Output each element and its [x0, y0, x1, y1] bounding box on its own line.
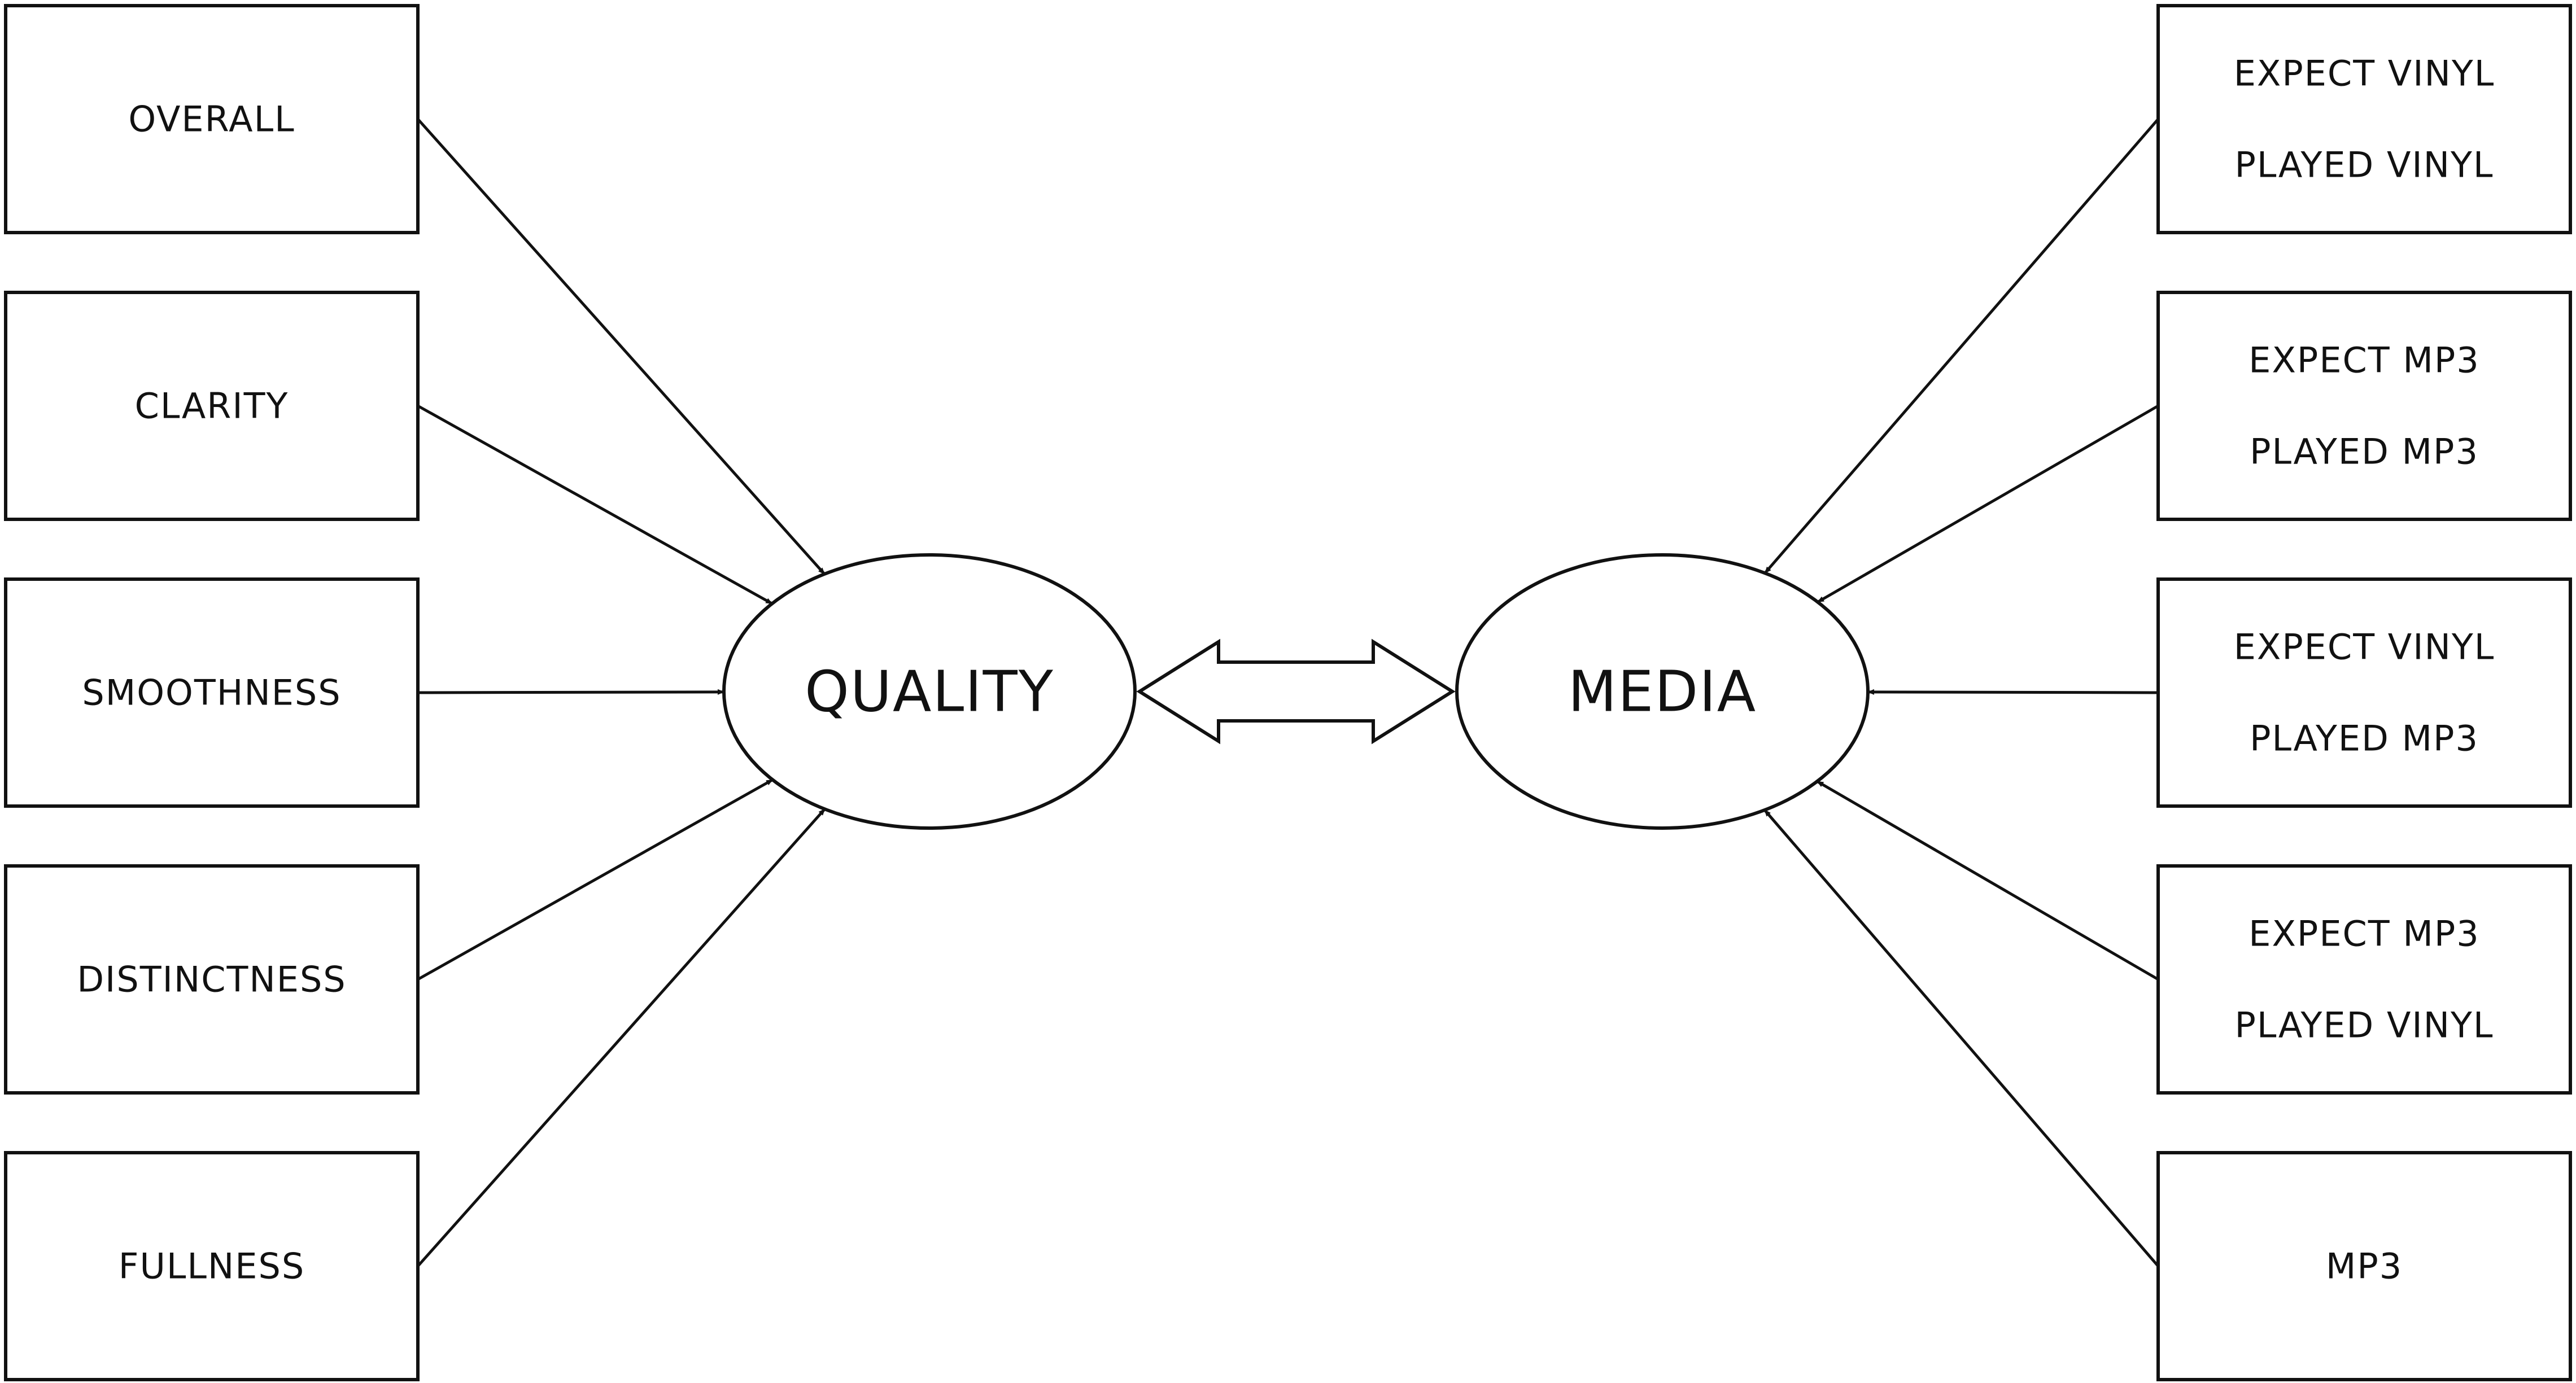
indicator-box-distinctness: DISTINCTNESS	[4, 864, 420, 1095]
indicator-label: PLAYED VINYL	[2235, 145, 2494, 186]
arrow-smoothness-to-quality	[417, 689, 725, 695]
indicator-label: EXPECT MP3	[2248, 340, 2479, 381]
indicator-label: PLAYED VINYL	[2235, 1005, 2494, 1046]
indicator-box-frame	[4, 577, 420, 808]
latent-node-label: MEDIA	[1568, 659, 1757, 725]
indicator-box-fullness: FULLNESS	[4, 1151, 420, 1381]
indicator-box-frame	[2156, 291, 2572, 521]
indicator-label: MP3	[2326, 1246, 2403, 1287]
indicator-label: SMOOTHNESS	[82, 672, 341, 714]
indicator-label: DISTINCTNESS	[77, 959, 346, 1000]
latent-nodes-layer: QUALITY MEDIA	[722, 553, 1870, 830]
indicator-label: FULLNESS	[119, 1246, 305, 1287]
arrow-expect-mp3-played-mp3-to-media	[1817, 404, 2159, 603]
bidirectional-arrow-quality-media	[1136, 638, 1456, 745]
arrow-expect-vinyl-played-vinyl-to-media	[1763, 118, 2159, 574]
indicator-label: OVERALL	[128, 99, 295, 140]
latent-node-label: QUALITY	[805, 659, 1054, 725]
indicator-box-clarity: CLARITY	[4, 291, 420, 521]
indicator-box-frame	[4, 291, 420, 521]
latent-node-ellipse	[1455, 553, 1870, 830]
indicator-box-mp3: MP3	[2156, 1151, 2572, 1381]
indicator-label: PLAYED MP3	[2250, 718, 2479, 759]
indicator-box-overall: OVERALL	[4, 4, 420, 234]
indicator-label: EXPECT VINYL	[2234, 627, 2495, 668]
indicator-box-smoothness: SMOOTHNESS	[4, 577, 420, 808]
indicator-box-frame	[2156, 864, 2572, 1095]
edges-layer	[417, 118, 2159, 1267]
indicator-box-frame	[2156, 1151, 2572, 1381]
indicator-box-frame	[4, 864, 420, 1095]
indicator-box-frame	[4, 1151, 420, 1381]
arrow-mp3-to-media	[1763, 809, 2159, 1267]
latent-node-ellipse	[722, 553, 1137, 830]
indicator-label: EXPECT VINYL	[2234, 53, 2495, 94]
latent-node-quality: QUALITY	[722, 553, 1137, 830]
indicator-box-frame	[2156, 4, 2572, 234]
indicator-label: PLAYED MP3	[2250, 431, 2479, 472]
arrow-overall-to-quality	[417, 118, 826, 575]
arrow-expect-vinyl-played-mp3-to-media	[1867, 689, 2159, 695]
arrow-clarity-to-quality	[417, 404, 773, 605]
indicator-box-expect-vinyl-played-mp3: EXPECT VINYL PLAYED MP3	[2156, 577, 2572, 808]
indicator-box-frame	[4, 4, 420, 234]
arrow-expect-mp3-played-vinyl-to-media	[1816, 780, 2159, 981]
indicator-box-expect-vinyl-played-vinyl: EXPECT VINYL PLAYED VINYL	[2156, 4, 2572, 234]
indicator-boxes-layer: OVERALL CLARITY SMOOTHNESS DISTINCTNESS FULL…	[4, 4, 2572, 1381]
indicator-label: CLARITY	[135, 386, 289, 427]
latent-node-media: MEDIA	[1455, 553, 1870, 830]
indicator-box-frame	[2156, 577, 2572, 808]
arrow-fullness-to-quality	[417, 808, 826, 1267]
arrow-distinctness-to-quality	[417, 778, 774, 981]
indicator-label: EXPECT MP3	[2248, 913, 2479, 955]
